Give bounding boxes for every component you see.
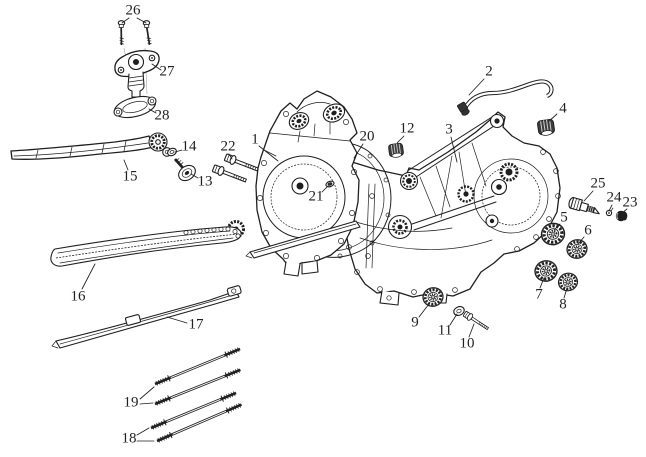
callout-26: 26 [126, 2, 142, 18]
part-28-tensioner-gasket [113, 95, 157, 119]
part-4-plug [536, 118, 556, 137]
part-8-bearing [555, 269, 581, 295]
callout-19: 19 [124, 394, 139, 410]
callout-5: 5 [560, 209, 568, 225]
callout-17: 17 [189, 316, 205, 332]
callout-leader-3 [450, 136, 458, 163]
part-23-nut [615, 210, 628, 222]
callout-4: 4 [559, 100, 567, 116]
callout-layer: 1234567891011121314151617181920212223242… [71, 2, 638, 446]
part-12-bushing [387, 142, 405, 159]
part-13-pivot-bolt [173, 158, 196, 182]
callout-leader-19 [139, 386, 155, 400]
part-21-dowel-pin [325, 180, 335, 188]
callout-leader-15 [123, 159, 129, 171]
part-7-bearing [531, 256, 561, 286]
callout-leader-28 [148, 108, 157, 114]
callout-leader-7 [539, 277, 545, 289]
part-24-pin [605, 207, 614, 217]
callout-leader-27 [151, 63, 162, 71]
part-27-cam-chain-tensioner [114, 49, 160, 103]
callout-14: 14 [182, 138, 198, 154]
callout-leader-18 [136, 427, 150, 436]
callout-leader-11 [449, 313, 458, 326]
callout-leader-12 [396, 135, 405, 144]
callout-leader-22 [228, 153, 233, 160]
part-14-washer [167, 147, 177, 157]
part-17-chain-guide [51, 285, 242, 349]
part-11-washer [453, 306, 465, 316]
callout-leader-19 [139, 402, 154, 405]
callout-6: 6 [584, 222, 592, 238]
part-10-bolt [462, 309, 491, 333]
part-6-bearing [563, 236, 591, 262]
callout-1: 1 [251, 131, 259, 147]
callout-2: 2 [485, 63, 493, 79]
callout-15: 15 [123, 168, 138, 184]
callout-leader-10 [468, 323, 475, 338]
callout-22: 22 [221, 138, 236, 154]
callout-24: 24 [607, 189, 623, 205]
callout-leader-26 [136, 17, 147, 24]
part-25-shaft [568, 196, 600, 215]
callout-13: 13 [198, 173, 213, 189]
callout-21: 21 [309, 188, 324, 204]
callout-leader-13 [190, 173, 199, 179]
callout-3: 3 [445, 121, 453, 137]
callout-27: 27 [160, 63, 176, 79]
callout-11: 11 [438, 322, 452, 338]
callout-leader-14 [174, 149, 183, 153]
callout-20: 20 [360, 128, 375, 144]
callout-leader-21 [321, 185, 329, 193]
part-1-left-crankcase [255, 90, 360, 277]
part-22-case-bolts [211, 152, 261, 186]
callout-23: 23 [623, 194, 638, 210]
callout-leader-4 [547, 113, 558, 123]
callout-leader-17 [166, 316, 188, 324]
callout-12: 12 [400, 120, 415, 136]
callout-leader-5 [553, 223, 561, 231]
callout-leader-25 [583, 190, 594, 202]
callout-leader-16 [81, 263, 96, 290]
callout-leader-1 [258, 145, 279, 162]
part-16-cam-chain [50, 226, 242, 267]
callout-10: 10 [460, 335, 475, 351]
callout-25: 25 [591, 175, 606, 191]
callout-leader-2 [468, 78, 485, 96]
part-15-tensioner-arm [10, 132, 172, 160]
callout-leader-23 [621, 208, 628, 214]
callout-16: 16 [71, 288, 87, 304]
callout-leader-8 [563, 287, 568, 299]
callout-8: 8 [559, 296, 567, 312]
part-18-studs [148, 389, 244, 445]
part-19-studs [152, 345, 243, 408]
callout-28: 28 [155, 107, 170, 123]
callout-9: 9 [411, 314, 419, 330]
callout-7: 7 [535, 286, 543, 302]
callout-leader-6 [577, 236, 585, 245]
callout-18: 18 [122, 430, 137, 446]
callout-leader-26 [121, 17, 130, 24]
callout-leader-24 [608, 204, 613, 212]
callout-leader-9 [418, 303, 430, 318]
callout-leader-20 [353, 143, 364, 159]
part-2-breather-hose [457, 79, 554, 116]
